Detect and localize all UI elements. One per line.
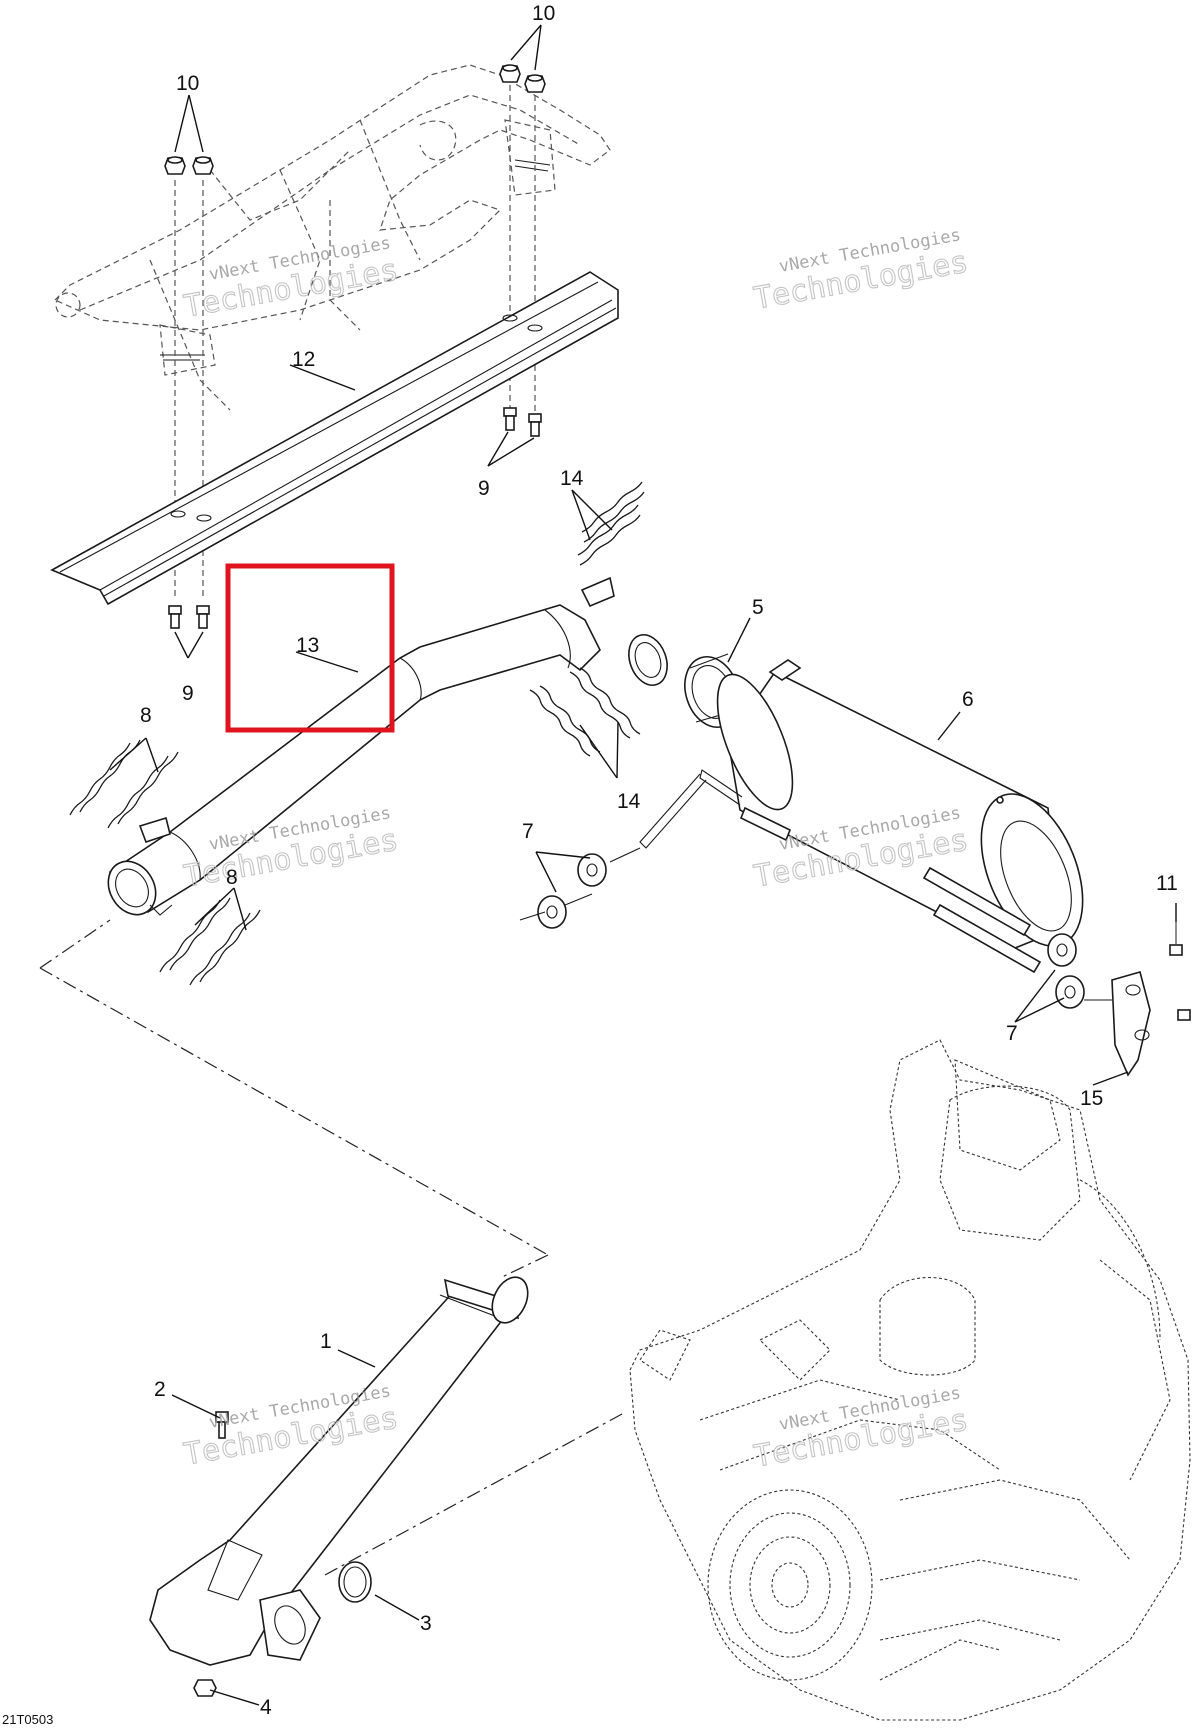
spring-14-lower [529, 667, 641, 757]
grommets-7-right [1047, 933, 1085, 1009]
vehicle-frame [53, 64, 611, 411]
callout-15: 15 [1080, 1087, 1103, 1110]
callout-9: 9 [478, 477, 490, 500]
bolt-9-left-a [168, 605, 182, 629]
callout-14: 14 [560, 467, 584, 490]
nut-10-left-b [192, 156, 214, 175]
callout-10: 10 [532, 2, 555, 25]
callout-8: 8 [140, 704, 152, 727]
grommets-7-left [519, 847, 641, 929]
bolt-9-left-b [196, 605, 210, 629]
callout-3: 3 [420, 1612, 432, 1635]
callout-6: 6 [962, 688, 974, 711]
callout-10: 10 [176, 72, 199, 95]
bolt-11-b [1177, 1009, 1191, 1021]
muffler-6 [639, 659, 1084, 974]
watermarks: vNext Technologies Technologies vNext Te… [181, 225, 972, 1475]
bolt-11-a [1169, 922, 1183, 956]
callout-12: 12 [292, 348, 315, 371]
callout-2: 2 [154, 1378, 166, 1401]
callout-1: 1 [320, 1330, 332, 1353]
bracket-15 [1084, 971, 1151, 1077]
callout-7: 7 [1006, 1022, 1018, 1045]
exhaust-pipe-13 [107, 576, 668, 916]
spring-8-lower [159, 897, 261, 986]
bolt-9-right-b [528, 413, 542, 437]
spring-8-upper [69, 739, 179, 829]
nut-10-right-a [499, 64, 521, 83]
bolt-9-right-a [503, 407, 517, 431]
callout-8: 8 [226, 866, 238, 889]
callout-13: 13 [296, 634, 319, 657]
gasket-3 [338, 1561, 372, 1603]
engine-assembly [629, 1039, 1191, 1721]
nut-4 [193, 1679, 217, 1697]
spring-14-upper [577, 481, 645, 566]
assembly-center-lines [39, 919, 623, 1576]
callout-7: 7 [522, 820, 534, 843]
callout-13-highlight-box [225, 563, 395, 733]
bolt-2 [215, 1411, 229, 1439]
callout-leaders [109, 24, 1177, 1706]
callout-14: 14 [617, 790, 641, 813]
heat-shield [50, 271, 619, 606]
callout-11: 11 [1156, 872, 1178, 895]
callout-labels: 10 10 12 9 9 14 14 13 5 6 8 8 7 7 11 15 … [140, 2, 1178, 1719]
header-pipe-1 [149, 1276, 529, 1666]
figure-reference-code: 21T0503 [2, 1712, 53, 1727]
callout-5: 5 [752, 596, 764, 619]
nut-10-right-b [524, 74, 546, 93]
callout-4: 4 [260, 1696, 272, 1719]
nut-10-left-a [164, 156, 186, 175]
callout-9: 9 [182, 682, 194, 705]
